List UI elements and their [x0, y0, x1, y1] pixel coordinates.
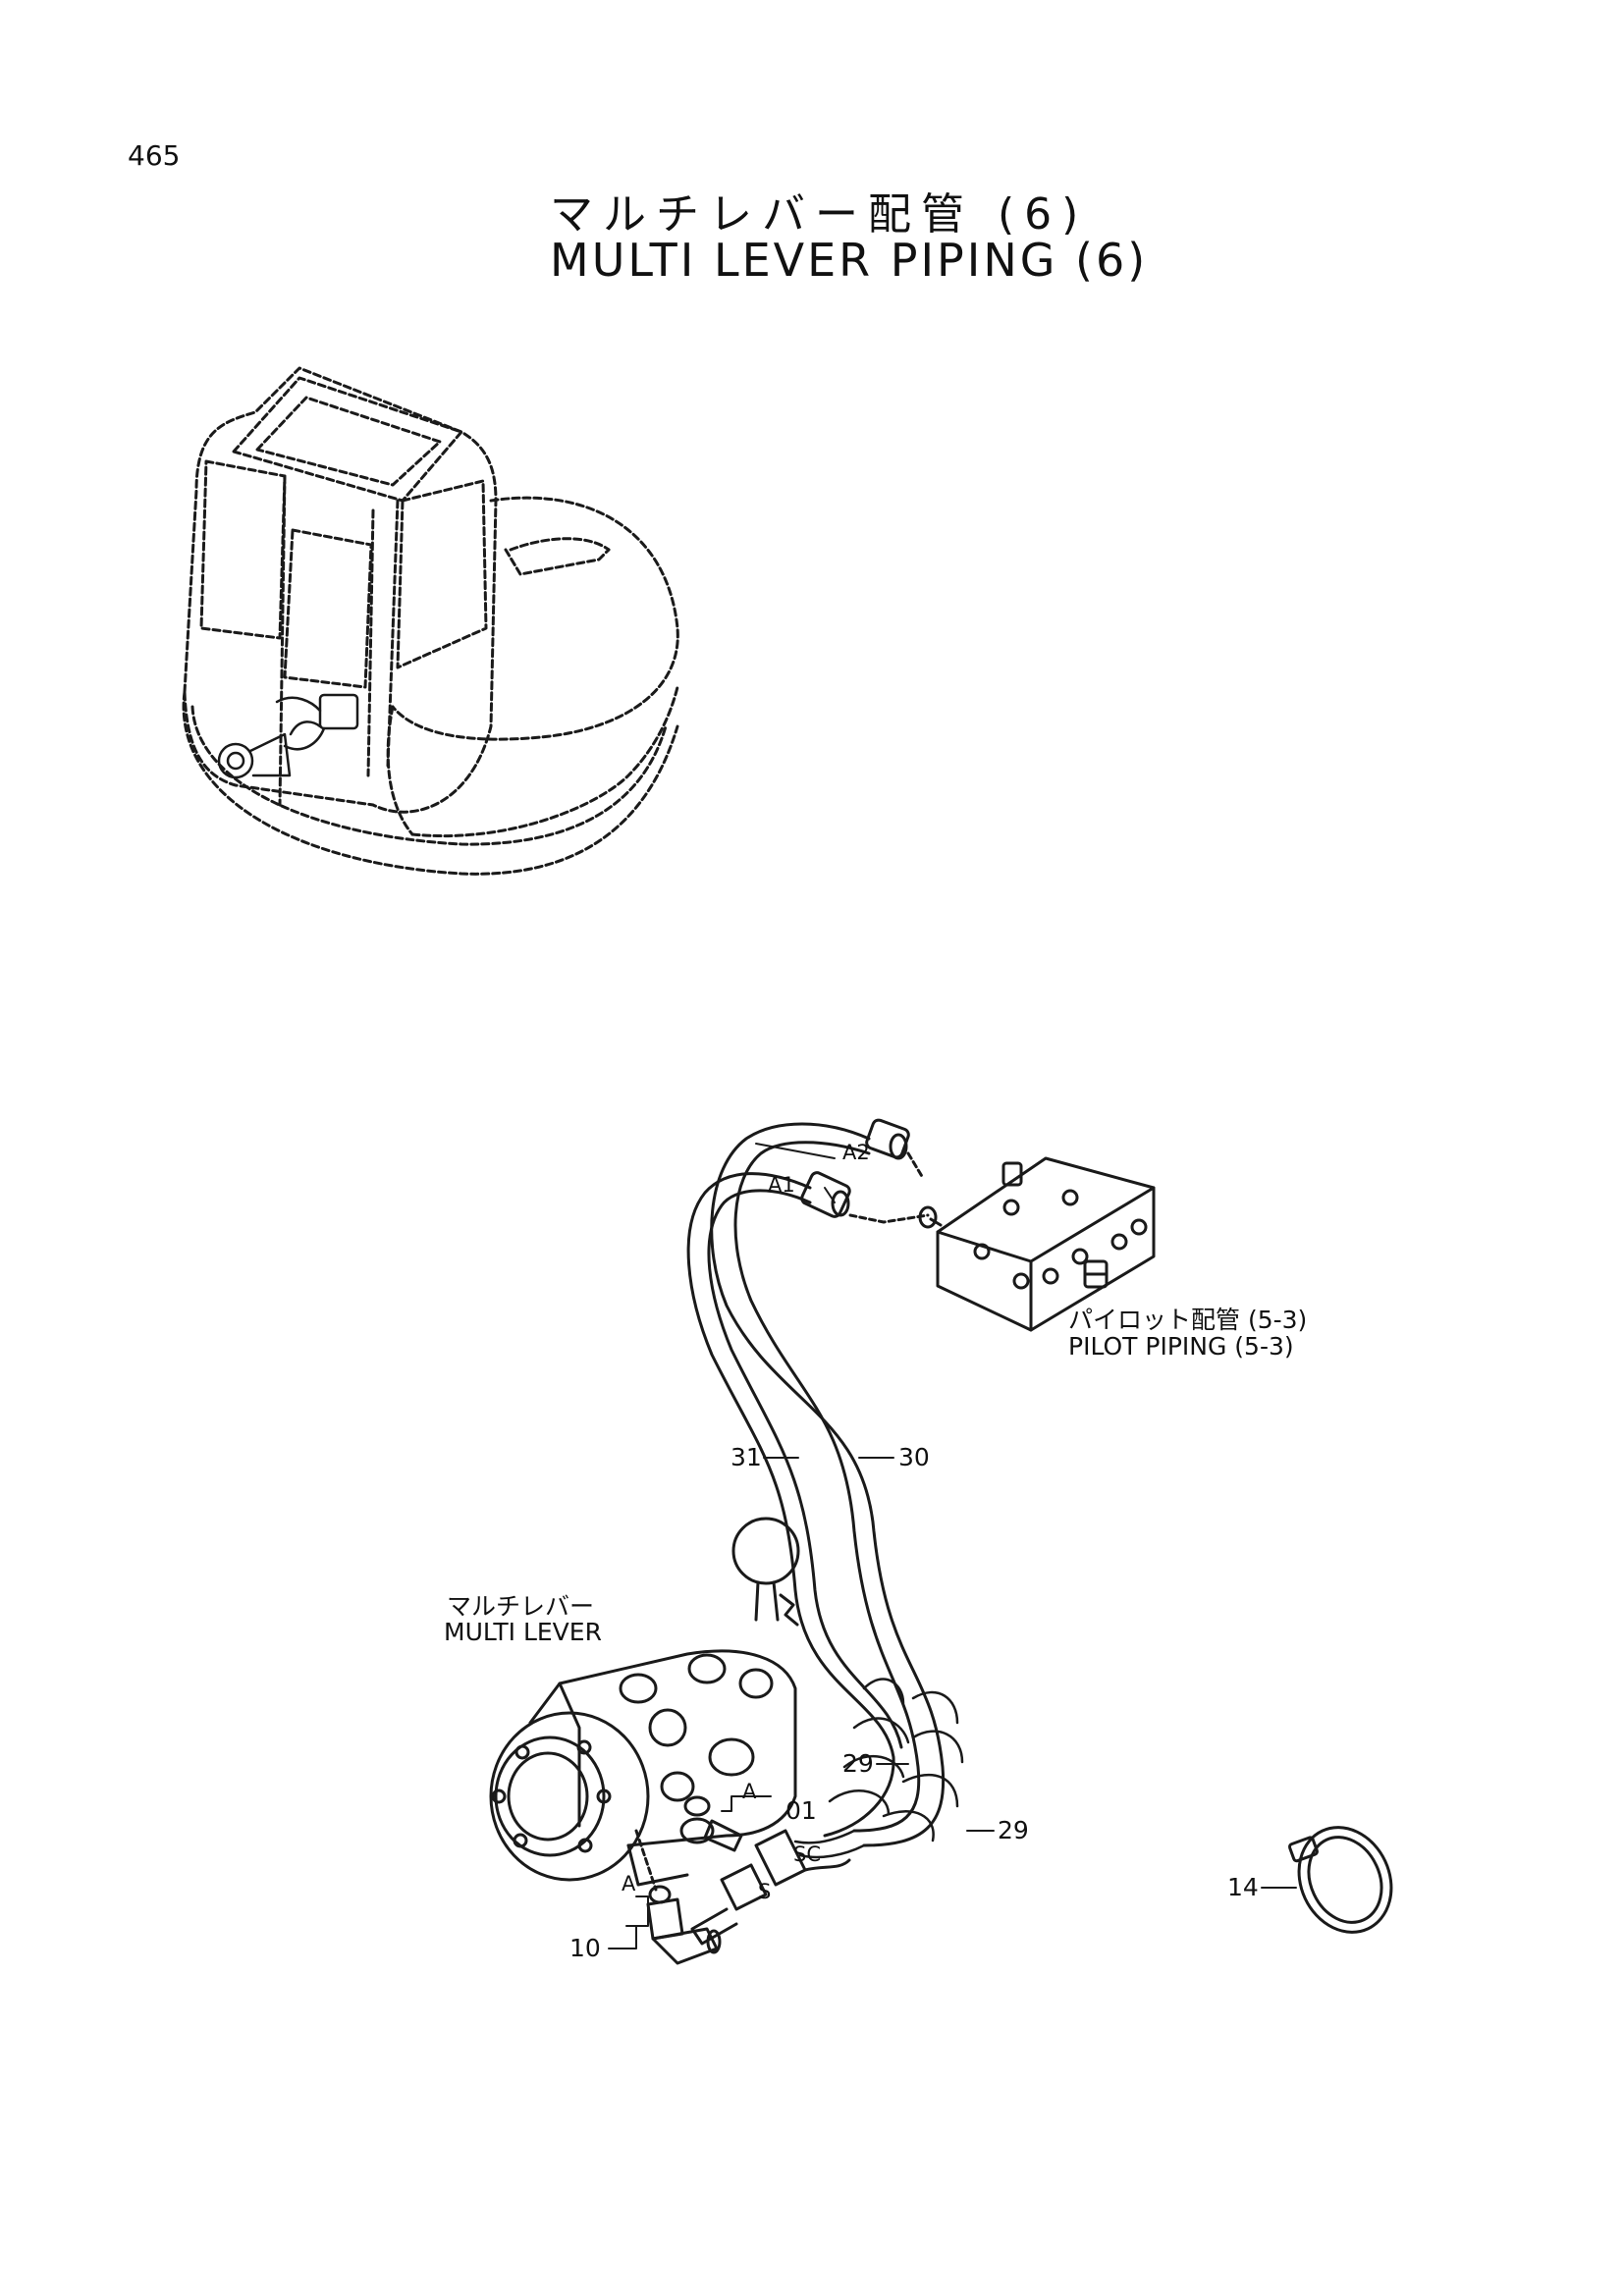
- pilot-valve-block: [918, 1156, 1156, 1332]
- spiral-guard: [793, 1678, 964, 1859]
- connector-label-a1: A1: [768, 1173, 795, 1197]
- pilot-piping-label-jp: パイロット配管 (5-3): [1068, 1306, 1308, 1334]
- connector-label-sc: SC: [793, 1842, 821, 1866]
- callout-30: 30: [898, 1443, 930, 1471]
- hose-31: [686, 1172, 895, 1838]
- multi-lever-label-jp: マルチレバー: [447, 1592, 595, 1621]
- multi-lever-label: MULTI LEVER: [444, 1618, 602, 1646]
- multi-lever-illustration: [489, 1517, 800, 1887]
- callout-10: 10: [569, 1934, 601, 1962]
- connector-label-s: S: [758, 1880, 772, 1903]
- fitting-01: [683, 1795, 743, 1852]
- page-title-japanese: マルチレバー配管 (6): [550, 189, 1089, 240]
- callout-29: 29: [998, 1816, 1029, 1844]
- page-title: MULTI LEVER PIPING (6): [550, 234, 1149, 287]
- excavator-overview-illustration: [182, 366, 679, 876]
- hose-fittings-a1-a2: [800, 1118, 930, 1224]
- fitting-s-sc: [690, 1829, 851, 1946]
- callout-01: 01: [785, 1796, 817, 1825]
- connector-label-a: A: [622, 1872, 636, 1896]
- cable-tie: [1287, 1826, 1393, 1934]
- callout-29: 29: [842, 1749, 874, 1778]
- fitting-10: [634, 1829, 722, 1965]
- pilot-piping-label: PILOT PIPING (5-3): [1068, 1332, 1294, 1361]
- connector-label-a: A: [742, 1780, 757, 1803]
- callout-14: 14: [1227, 1873, 1259, 1901]
- leader-lines: [608, 1143, 1297, 1949]
- page-number: 465: [128, 139, 181, 172]
- hose-30: [710, 1122, 946, 1847]
- connector-label-a2: A2: [842, 1141, 870, 1164]
- callout-31: 31: [730, 1443, 762, 1471]
